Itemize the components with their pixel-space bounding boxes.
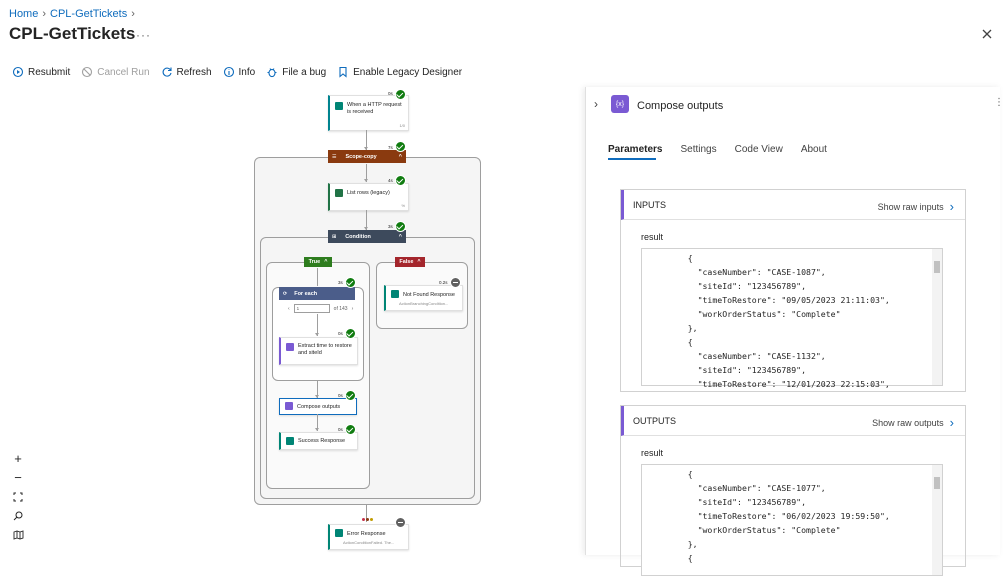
excel-icon [335,189,343,197]
resubmit-button[interactable]: Resubmit [12,66,70,78]
inputs-card: INPUTS Show raw inputs › result { "caseN… [620,189,966,392]
panel-title: Compose outputs [637,100,724,112]
http-icon [335,102,343,110]
cancel-icon [82,66,93,78]
designer-canvas[interactable]: When a HTTP request is received 1/0 0s ☰… [0,87,585,555]
tab-settings[interactable]: Settings [680,144,717,155]
foreach-pager: ‹ 1 of 143 › [288,304,354,313]
chevron-left-icon[interactable]: ‹ [288,305,290,312]
info-button[interactable]: Info [223,66,255,78]
scope-icon: ☰ [332,153,337,160]
success-check-icon [345,390,356,401]
compose-icon: {x} [611,95,629,113]
show-raw-inputs-link[interactable]: Show raw inputs › [877,199,954,214]
more-icon[interactable]: ··· [136,28,151,42]
extract-node[interactable]: Extract time to restore and siteId [279,337,358,365]
info-icon [223,66,234,78]
not-found-node[interactable]: Not Found Response ActionBranchingCondit… [384,285,463,311]
inputs-header[interactable]: INPUTS Show raw inputs › [621,190,965,220]
tab-parameters[interactable]: Parameters [608,144,663,155]
condition-header[interactable]: ⊞ Condition ^ [328,230,406,243]
success-check-icon [395,175,406,186]
panel-tabs: Parameters Settings Code View About [608,144,827,155]
refresh-button[interactable]: Refresh [161,66,212,78]
tab-code-view[interactable]: Code View [734,144,783,155]
page-title: CPL-GetTickets [9,24,136,43]
error-response-node[interactable]: Error Response ActionConditionFailed. Th… [328,524,409,550]
toolbar: Resubmit Cancel Run Refresh Info File a … [12,66,473,78]
duration-badge: 0s [388,91,393,96]
minimap-icon[interactable] [10,526,26,543]
outputs-card: OUTPUTS Show raw outputs › result { "cas… [620,405,966,576]
false-branch-label[interactable]: False^ [395,257,425,267]
bookmark-icon [339,66,347,78]
success-check-icon [345,328,356,339]
more-icon[interactable]: ⋮ [994,97,1004,108]
zoom-out-icon[interactable]: − [14,470,22,485]
trigger-node[interactable]: When a HTTP request is received 1/0 [328,95,409,131]
collapse-chevron-icon[interactable]: › [594,97,598,111]
list-rows-node[interactable]: List rows (legacy) % [328,183,409,211]
condition-icon: ⊞ [332,233,337,240]
zoom-in-icon[interactable]: + [14,451,22,466]
zoom-controls: + − [10,450,26,543]
success-check-icon [345,424,356,435]
skipped-icon [395,517,406,528]
true-branch-label[interactable]: True^ [304,257,332,267]
chevron-right-icon[interactable]: › [351,305,354,312]
active-tab-indicator [608,158,656,160]
inputs-result-code[interactable]: { "caseNumber": "CASE-1087", "siteId": "… [641,248,943,389]
loop-icon: ⟳ [283,290,288,297]
fit-view-icon[interactable] [10,488,26,505]
outputs-result-code[interactable]: { "caseNumber": "CASE-1077", "siteId": "… [641,464,943,576]
resubmit-icon [12,66,24,78]
outputs-header[interactable]: OUTPUTS Show raw outputs › [621,406,965,436]
legacy-designer-button[interactable]: Enable Legacy Designer [337,66,462,78]
foreach-header[interactable]: ⟳ For each [279,287,355,300]
compose-outputs-node[interactable]: Compose outputs [279,398,357,415]
http-icon [391,290,399,298]
chevron-right-icon: › [949,199,954,214]
search-icon[interactable] [10,507,26,524]
page-input[interactable]: 1 [293,304,330,313]
skipped-icon [450,277,461,288]
chevron-right-icon: › [42,8,47,20]
breadcrumb: Home › CPL-GetTickets › [9,8,135,20]
scrollbar[interactable] [932,249,942,385]
success-check-icon [345,277,356,288]
chevron-up-icon: ^ [398,233,402,240]
cancel-run-button[interactable]: Cancel Run [81,66,150,78]
bug-icon [267,68,277,78]
breadcrumb-home[interactable]: Home [9,8,39,20]
success-check-icon [395,141,406,152]
http-icon [335,529,343,537]
run-after-icon [362,518,373,521]
chevron-up-icon: ^ [398,153,402,160]
chevron-right-icon: › [949,415,954,430]
success-check-icon [395,89,406,100]
show-raw-outputs-link[interactable]: Show raw outputs › [872,415,954,430]
scope-header[interactable]: ☰ Scope-copy ^ [328,150,406,163]
chevron-right-icon: › [131,8,135,20]
compose-icon [285,402,293,410]
scrollbar[interactable] [932,465,942,575]
details-panel: › {x} Compose outputs ⋮ Parameters Setti… [585,87,1004,576]
breadcrumb-current[interactable]: CPL-GetTickets [50,8,128,20]
success-check-icon [395,221,406,232]
file-bug-button[interactable]: File a bug [266,66,326,78]
compose-icon [286,343,294,351]
close-icon[interactable] [980,27,994,41]
refresh-icon [162,67,172,77]
http-icon [286,437,294,445]
tab-about[interactable]: About [800,144,827,155]
success-response-node[interactable]: Success Response [279,432,358,450]
